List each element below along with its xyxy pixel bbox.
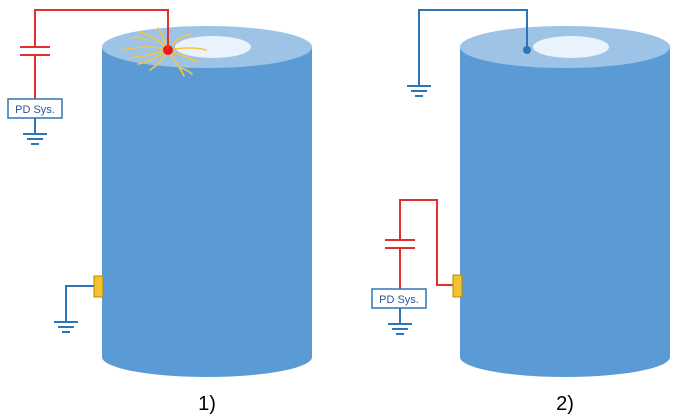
cylinder-1-body bbox=[102, 47, 312, 377]
cylinder-1-bore bbox=[175, 36, 251, 58]
ground-icon bbox=[388, 323, 412, 335]
connection-point bbox=[523, 46, 531, 54]
ground-wire bbox=[418, 9, 528, 86]
ground-icon bbox=[407, 85, 431, 97]
side-electrode bbox=[93, 275, 104, 298]
pd-system-box: PD Sys. bbox=[371, 288, 427, 309]
pd-system-box: PD Sys. bbox=[7, 98, 63, 119]
ground-icon bbox=[23, 133, 47, 145]
pd-system-label: PD Sys. bbox=[379, 294, 419, 306]
pd-system-label: PD Sys. bbox=[15, 104, 55, 116]
cylinder-2-bore bbox=[533, 36, 609, 58]
ground-wire bbox=[65, 285, 94, 322]
capacitor-icon bbox=[385, 239, 415, 289]
ground-icon bbox=[54, 321, 78, 333]
signal-wire-2 bbox=[399, 199, 453, 286]
cylinder-2-body bbox=[460, 47, 670, 377]
side-electrode bbox=[452, 274, 463, 298]
caption-1: 1) bbox=[198, 393, 216, 415]
capacitor-icon bbox=[20, 46, 50, 99]
signal-wire-1 bbox=[34, 9, 169, 50]
caption-2: 2) bbox=[556, 393, 574, 415]
diagram-2: PD Sys. 2) bbox=[371, 9, 670, 415]
diagram-1: PD Sys. 1) bbox=[7, 9, 312, 415]
cylinder-1 bbox=[102, 26, 312, 377]
cylinder-2 bbox=[460, 26, 670, 377]
